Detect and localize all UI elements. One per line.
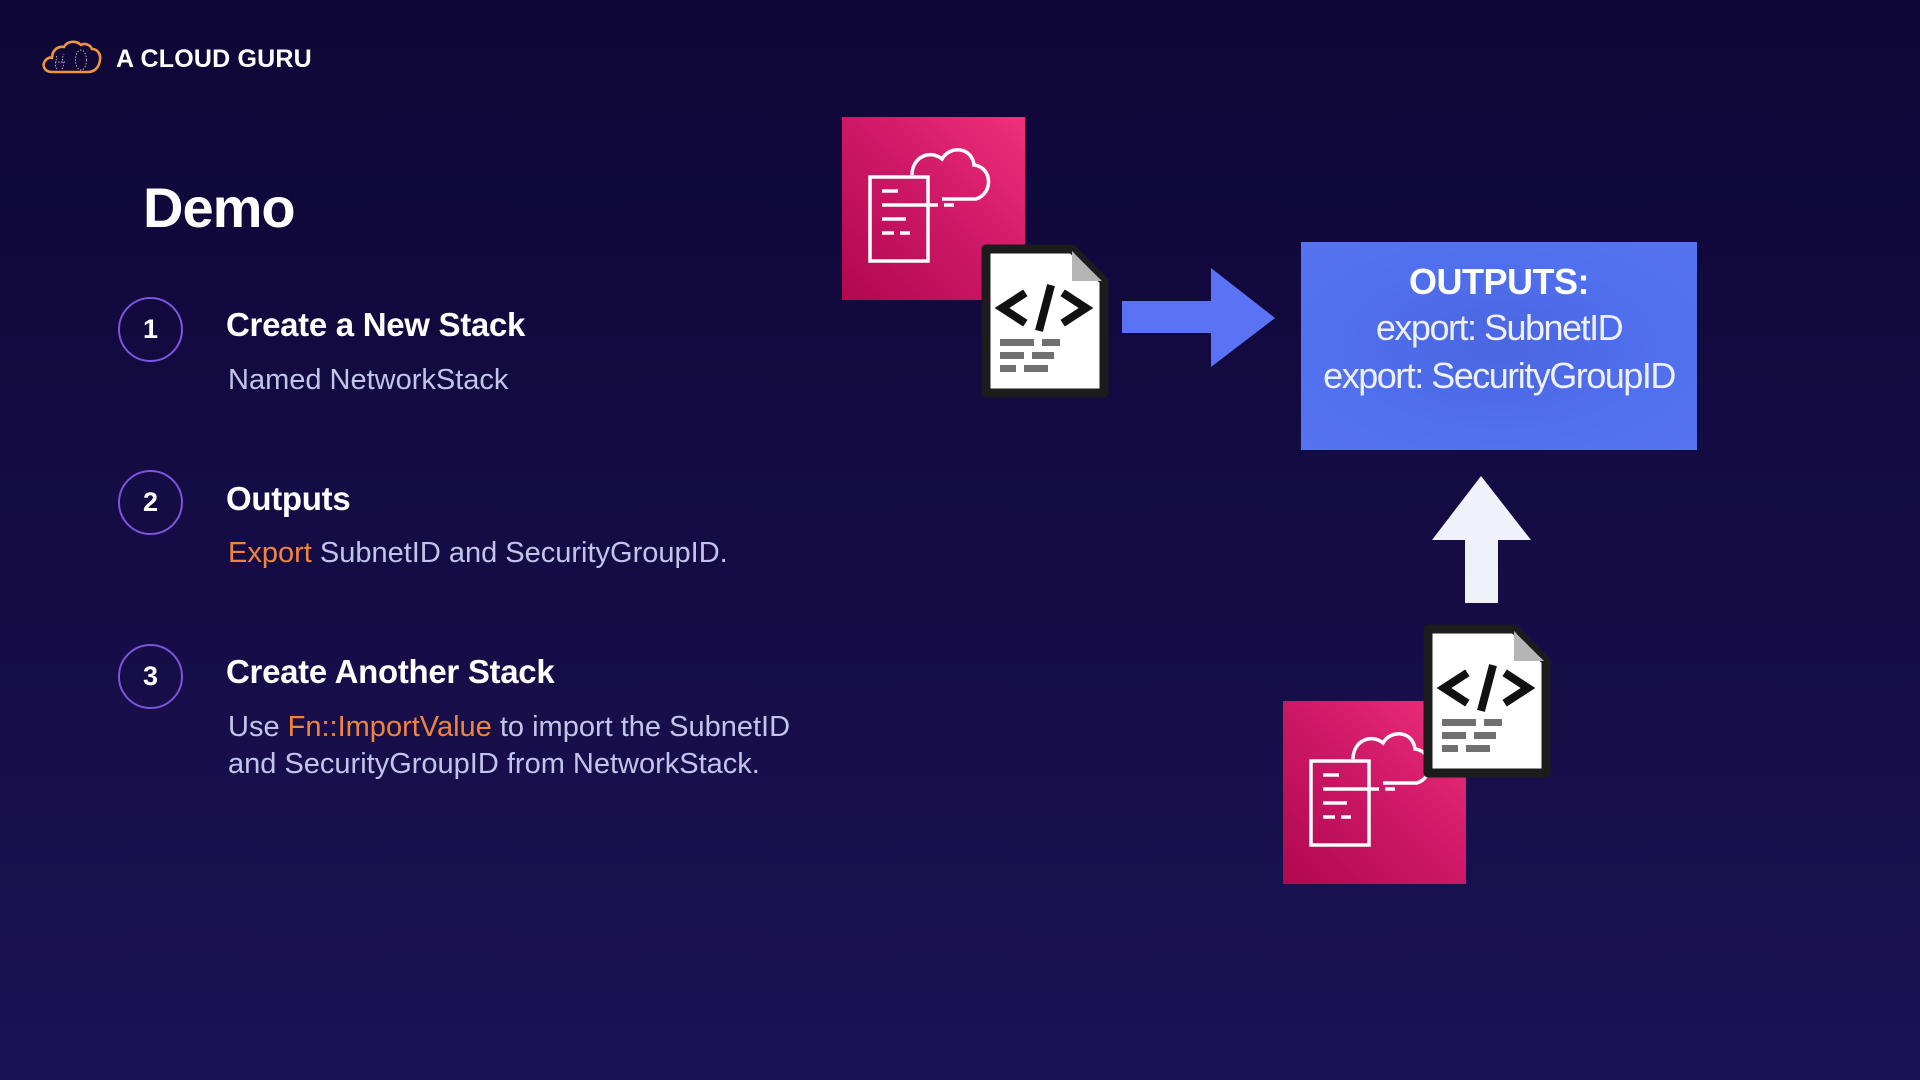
step-description-text: to import the SubnetID (491, 711, 791, 743)
step-description-text: SubnetID and SecurityGroupID. (311, 537, 728, 569)
step-description-line-2: and SecurityGroupID from NetworkStack. (228, 748, 760, 780)
outputs-box: OUTPUTS: export: SubnetID export: Securi… (1301, 242, 1697, 450)
brand-logo: A CLOUD GURU (40, 38, 312, 81)
step-heading-1: Create a New Stack (226, 306, 526, 343)
outputs-export-security-group: export: SecurityGroupID (1323, 355, 1676, 396)
code-document-icon (1422, 623, 1552, 779)
brand-name: A CLOUD GURU (116, 45, 312, 73)
step-description-3: Use Fn::ImportValue to import the Subnet… (228, 709, 790, 783)
cloudformation-icon (842, 117, 1025, 300)
highlight-keyword: Fn::ImportValue (287, 711, 492, 743)
step-description-1: Named NetworkStack (228, 362, 508, 399)
step-description-line-1: Use Fn::ImportValue to import the Subnet… (228, 709, 790, 746)
slide-title: Demo (143, 176, 296, 239)
highlight-keyword: Export (228, 537, 312, 569)
step-heading-3: Create Another Stack (226, 653, 555, 690)
step-description-2: Export SubnetID and SecurityGroupID. (228, 535, 728, 572)
cloud-logo-icon (40, 38, 102, 81)
step-number-1: 1 (118, 297, 183, 362)
outputs-export-subnet: export: SubnetID (1375, 307, 1624, 348)
outputs-title: OUTPUTS: (1409, 261, 1590, 302)
code-document-icon (980, 243, 1110, 399)
arrow-right-icon (1122, 268, 1276, 368)
step-description-text: Named NetworkStack (228, 364, 509, 396)
step-number-3: 3 (118, 644, 183, 709)
step-number-2: 2 (118, 470, 183, 535)
arrow-up-icon (1432, 476, 1532, 604)
step-description-text: Use (228, 711, 288, 743)
step-heading-2: Outputs (226, 480, 351, 517)
